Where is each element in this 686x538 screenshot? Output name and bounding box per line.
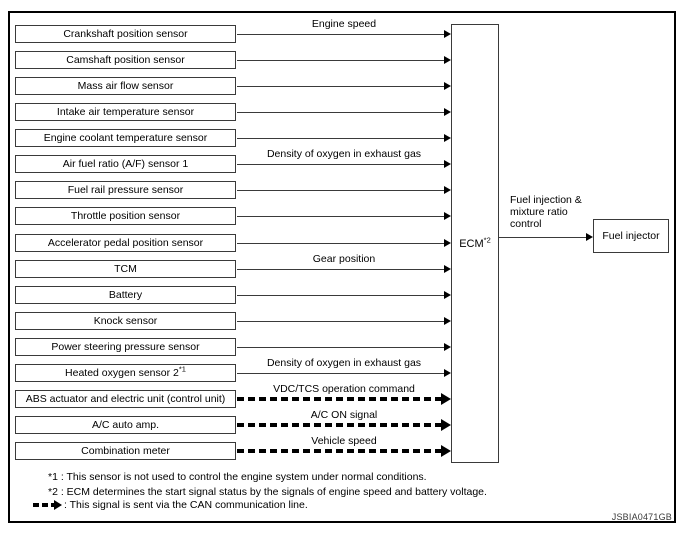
sensor-box: Accelerator pedal position sensor — [15, 234, 236, 252]
arrowhead-icon — [444, 317, 451, 325]
arrowhead-icon — [444, 108, 451, 116]
sensor-box: Knock sensor — [15, 312, 236, 330]
sensor-box: Camshaft position sensor — [15, 51, 236, 69]
sensor-label: ABS actuator and electric unit (control … — [25, 393, 226, 405]
arrowhead-icon — [444, 160, 451, 168]
signal-arrow — [237, 34, 444, 35]
sensor-label: Battery — [108, 289, 143, 301]
sensor-label: Fuel rail pressure sensor — [67, 184, 184, 196]
sensor-label: Camshaft position sensor — [66, 54, 185, 66]
signal-arrow — [237, 216, 444, 217]
fuel-injector-label: Fuel injector — [602, 230, 660, 242]
signal-label: Engine speed — [311, 18, 377, 30]
sensor-label: Heated oxygen sensor 2*1 — [65, 364, 186, 379]
ecm-box: ECM*2 — [451, 24, 499, 463]
sensor-label: Knock sensor — [93, 315, 158, 327]
arrowhead-icon — [444, 291, 451, 299]
sensor-box: Power steering pressure sensor — [15, 338, 236, 356]
arrowhead-icon — [444, 369, 451, 377]
sensor-label: TCM — [114, 263, 137, 275]
signal-label: Gear position — [312, 253, 376, 265]
sensor-label: Mass air flow sensor — [77, 80, 174, 92]
arrowhead-icon — [444, 212, 451, 220]
signal-arrow — [237, 347, 444, 348]
sensor-label: Throttle position sensor — [70, 210, 181, 222]
signal-arrow — [237, 190, 444, 191]
sensor-label: Intake air temperature sensor — [56, 106, 195, 118]
sensor-box: Heated oxygen sensor 2*1 — [15, 364, 236, 382]
sensor-box: Fuel rail pressure sensor — [15, 181, 236, 199]
ecm-label: ECM*2 — [459, 234, 491, 250]
can-signal-arrow — [237, 449, 441, 453]
sensor-box: Intake air temperature sensor — [15, 103, 236, 121]
can-dashed-arrow-icon — [33, 500, 62, 510]
can-signal-arrow — [237, 423, 441, 427]
signal-arrow — [237, 269, 444, 270]
arrowhead-icon — [444, 134, 451, 142]
sensor-footnote-marker: *1 — [178, 364, 186, 374]
sensor-label: Engine coolant temperature sensor — [43, 132, 208, 144]
footnote-can-text: : This signal is sent via the CAN commun… — [64, 499, 308, 511]
sensor-box: Mass air flow sensor — [15, 77, 236, 95]
arrowhead-icon — [444, 186, 451, 194]
arrowhead-icon — [441, 393, 451, 405]
fuel-injector-box: Fuel injector — [593, 219, 669, 253]
sensor-box: Air fuel ratio (A/F) sensor 1 — [15, 155, 236, 173]
sensor-box: Combination meter — [15, 442, 236, 460]
arrowhead-icon — [586, 233, 593, 241]
sensor-box: ABS actuator and electric unit (control … — [15, 390, 236, 408]
output-signal-label: Fuel injection & mixture ratio control — [510, 194, 582, 230]
signal-label: Density of oxygen in exhaust gas — [266, 357, 422, 369]
sensor-box: Crankshaft position sensor — [15, 25, 236, 43]
arrowhead-icon — [441, 419, 451, 431]
signal-arrow — [237, 321, 444, 322]
ecm-to-injector-arrow — [499, 237, 586, 238]
can-signal-arrow — [237, 397, 441, 401]
sensor-box: A/C auto amp. — [15, 416, 236, 434]
signal-arrow — [237, 164, 444, 165]
arrowhead-icon — [444, 265, 451, 273]
arrowhead-icon — [444, 30, 451, 38]
arrowhead-icon — [444, 56, 451, 64]
arrowhead-icon — [441, 445, 451, 457]
signal-arrow — [237, 138, 444, 139]
footnote-2: *2 : ECM determines the start signal sta… — [48, 486, 487, 498]
signal-label: A/C ON signal — [310, 409, 378, 421]
signal-arrow — [237, 112, 444, 113]
ecm-footnote-marker: *2 — [483, 234, 491, 244]
signal-label: Density of oxygen in exhaust gas — [266, 148, 422, 160]
arrowhead-icon — [444, 343, 451, 351]
sensor-label: Crankshaft position sensor — [63, 28, 188, 40]
sensor-label: Air fuel ratio (A/F) sensor 1 — [62, 158, 189, 170]
arrowhead-icon — [444, 82, 451, 90]
sensor-box: Battery — [15, 286, 236, 304]
signal-arrow — [237, 373, 444, 374]
signal-label: Vehicle speed — [311, 435, 377, 447]
footnote-1: *1 : This sensor is not used to control … — [48, 471, 427, 483]
sensor-box: TCM — [15, 260, 236, 278]
signal-arrow — [237, 60, 444, 61]
figure-id: JSBIA0471GB — [611, 512, 672, 522]
signal-arrow — [237, 295, 444, 296]
signal-arrow — [237, 243, 444, 244]
sensor-label: A/C auto amp. — [91, 419, 160, 431]
sensor-label: Accelerator pedal position sensor — [47, 237, 204, 249]
arrowhead-icon — [444, 239, 451, 247]
footnote-can-legend: : This signal is sent via the CAN commun… — [33, 499, 308, 511]
sensor-box: Engine coolant temperature sensor — [15, 129, 236, 147]
sensor-label: Combination meter — [81, 445, 170, 457]
signal-label: VDC/TCS operation command — [273, 383, 415, 395]
sensor-box: Throttle position sensor — [15, 207, 236, 225]
sensor-label: Power steering pressure sensor — [51, 341, 200, 353]
signal-arrow — [237, 86, 444, 87]
